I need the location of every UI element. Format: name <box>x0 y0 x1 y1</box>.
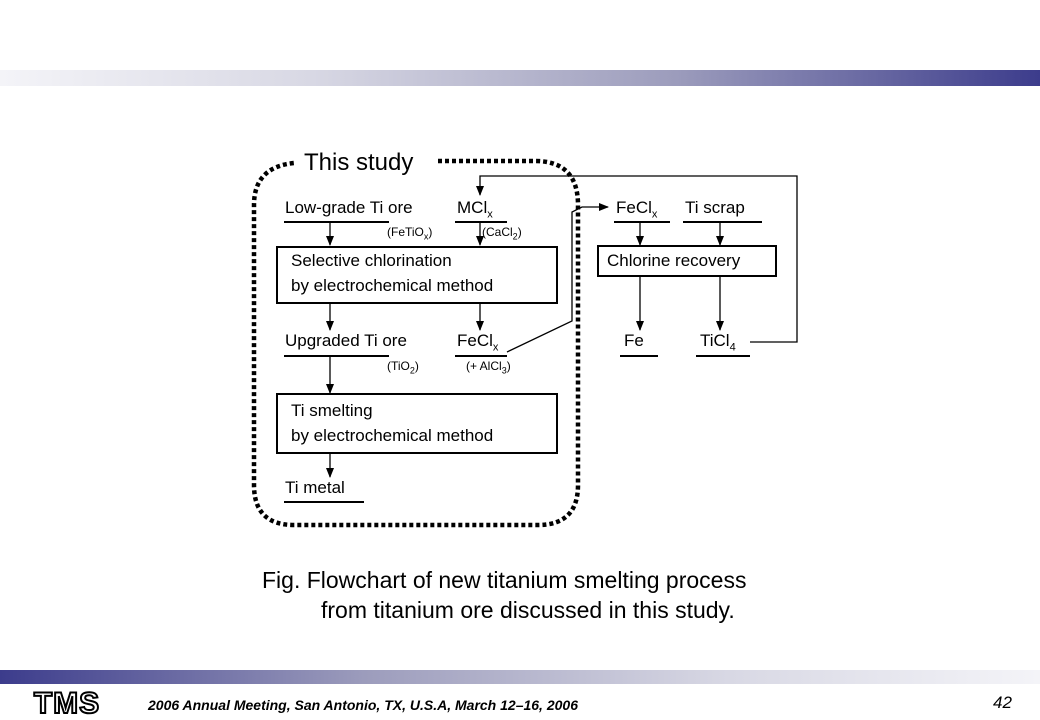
caption-line1: Fig. Flowchart of new titanium smelting … <box>262 567 747 593</box>
node-fecl-input: FeClx <box>616 198 658 221</box>
note-cacl2: (CaCl2) <box>482 225 522 242</box>
node-ti-metal: Ti metal <box>285 478 345 497</box>
smelting-line1: Ti smelting <box>291 401 373 420</box>
process-selective-chlorination: Selective chlorination by electrochemica… <box>276 246 558 304</box>
header-gradient-bar <box>0 70 1040 86</box>
figure-caption: Fig. Flowchart of new titanium smelting … <box>262 565 746 625</box>
page-number: 42 <box>993 693 1012 712</box>
note-tio2: (TiO2) <box>387 359 419 376</box>
footer-gradient-bar <box>0 670 1040 684</box>
node-fecl-output: FeClx <box>457 331 499 354</box>
process-chlorine-recovery: Chlorine recovery <box>597 245 777 277</box>
study-boundary <box>251 158 581 528</box>
selective-line2: by electrochemical method <box>291 276 494 295</box>
caption-line2: from titanium ore discussed in this stud… <box>321 597 735 623</box>
selective-line1: Selective chlorination <box>291 251 452 270</box>
tms-logo: TMS <box>26 688 108 716</box>
process-ti-smelting: Ti smelting by electrochemical method <box>276 393 558 454</box>
node-fe: Fe <box>624 331 644 350</box>
study-title: This study <box>304 149 414 176</box>
node-mclx: MClx <box>457 198 493 221</box>
node-upgraded-ore: Upgraded Ti ore <box>285 331 407 350</box>
conference-footer: 2006 Annual Meeting, San Antonio, TX, U.… <box>148 697 578 713</box>
note-alcl3: (+ AlCl3) <box>466 359 511 376</box>
node-ticl4: TiCl4 <box>700 331 736 354</box>
chlorine-recovery-label: Chlorine recovery <box>607 251 741 270</box>
node-low-grade-ore: Low-grade Ti ore <box>285 198 413 217</box>
smelting-line2: by electrochemical method <box>291 426 494 445</box>
note-fetiox: (FeTiOx) <box>387 225 433 242</box>
node-ti-scrap: Ti scrap <box>685 198 745 217</box>
svg-text:TMS: TMS <box>34 688 100 716</box>
tms-logo-graphic: TMS <box>33 688 100 716</box>
